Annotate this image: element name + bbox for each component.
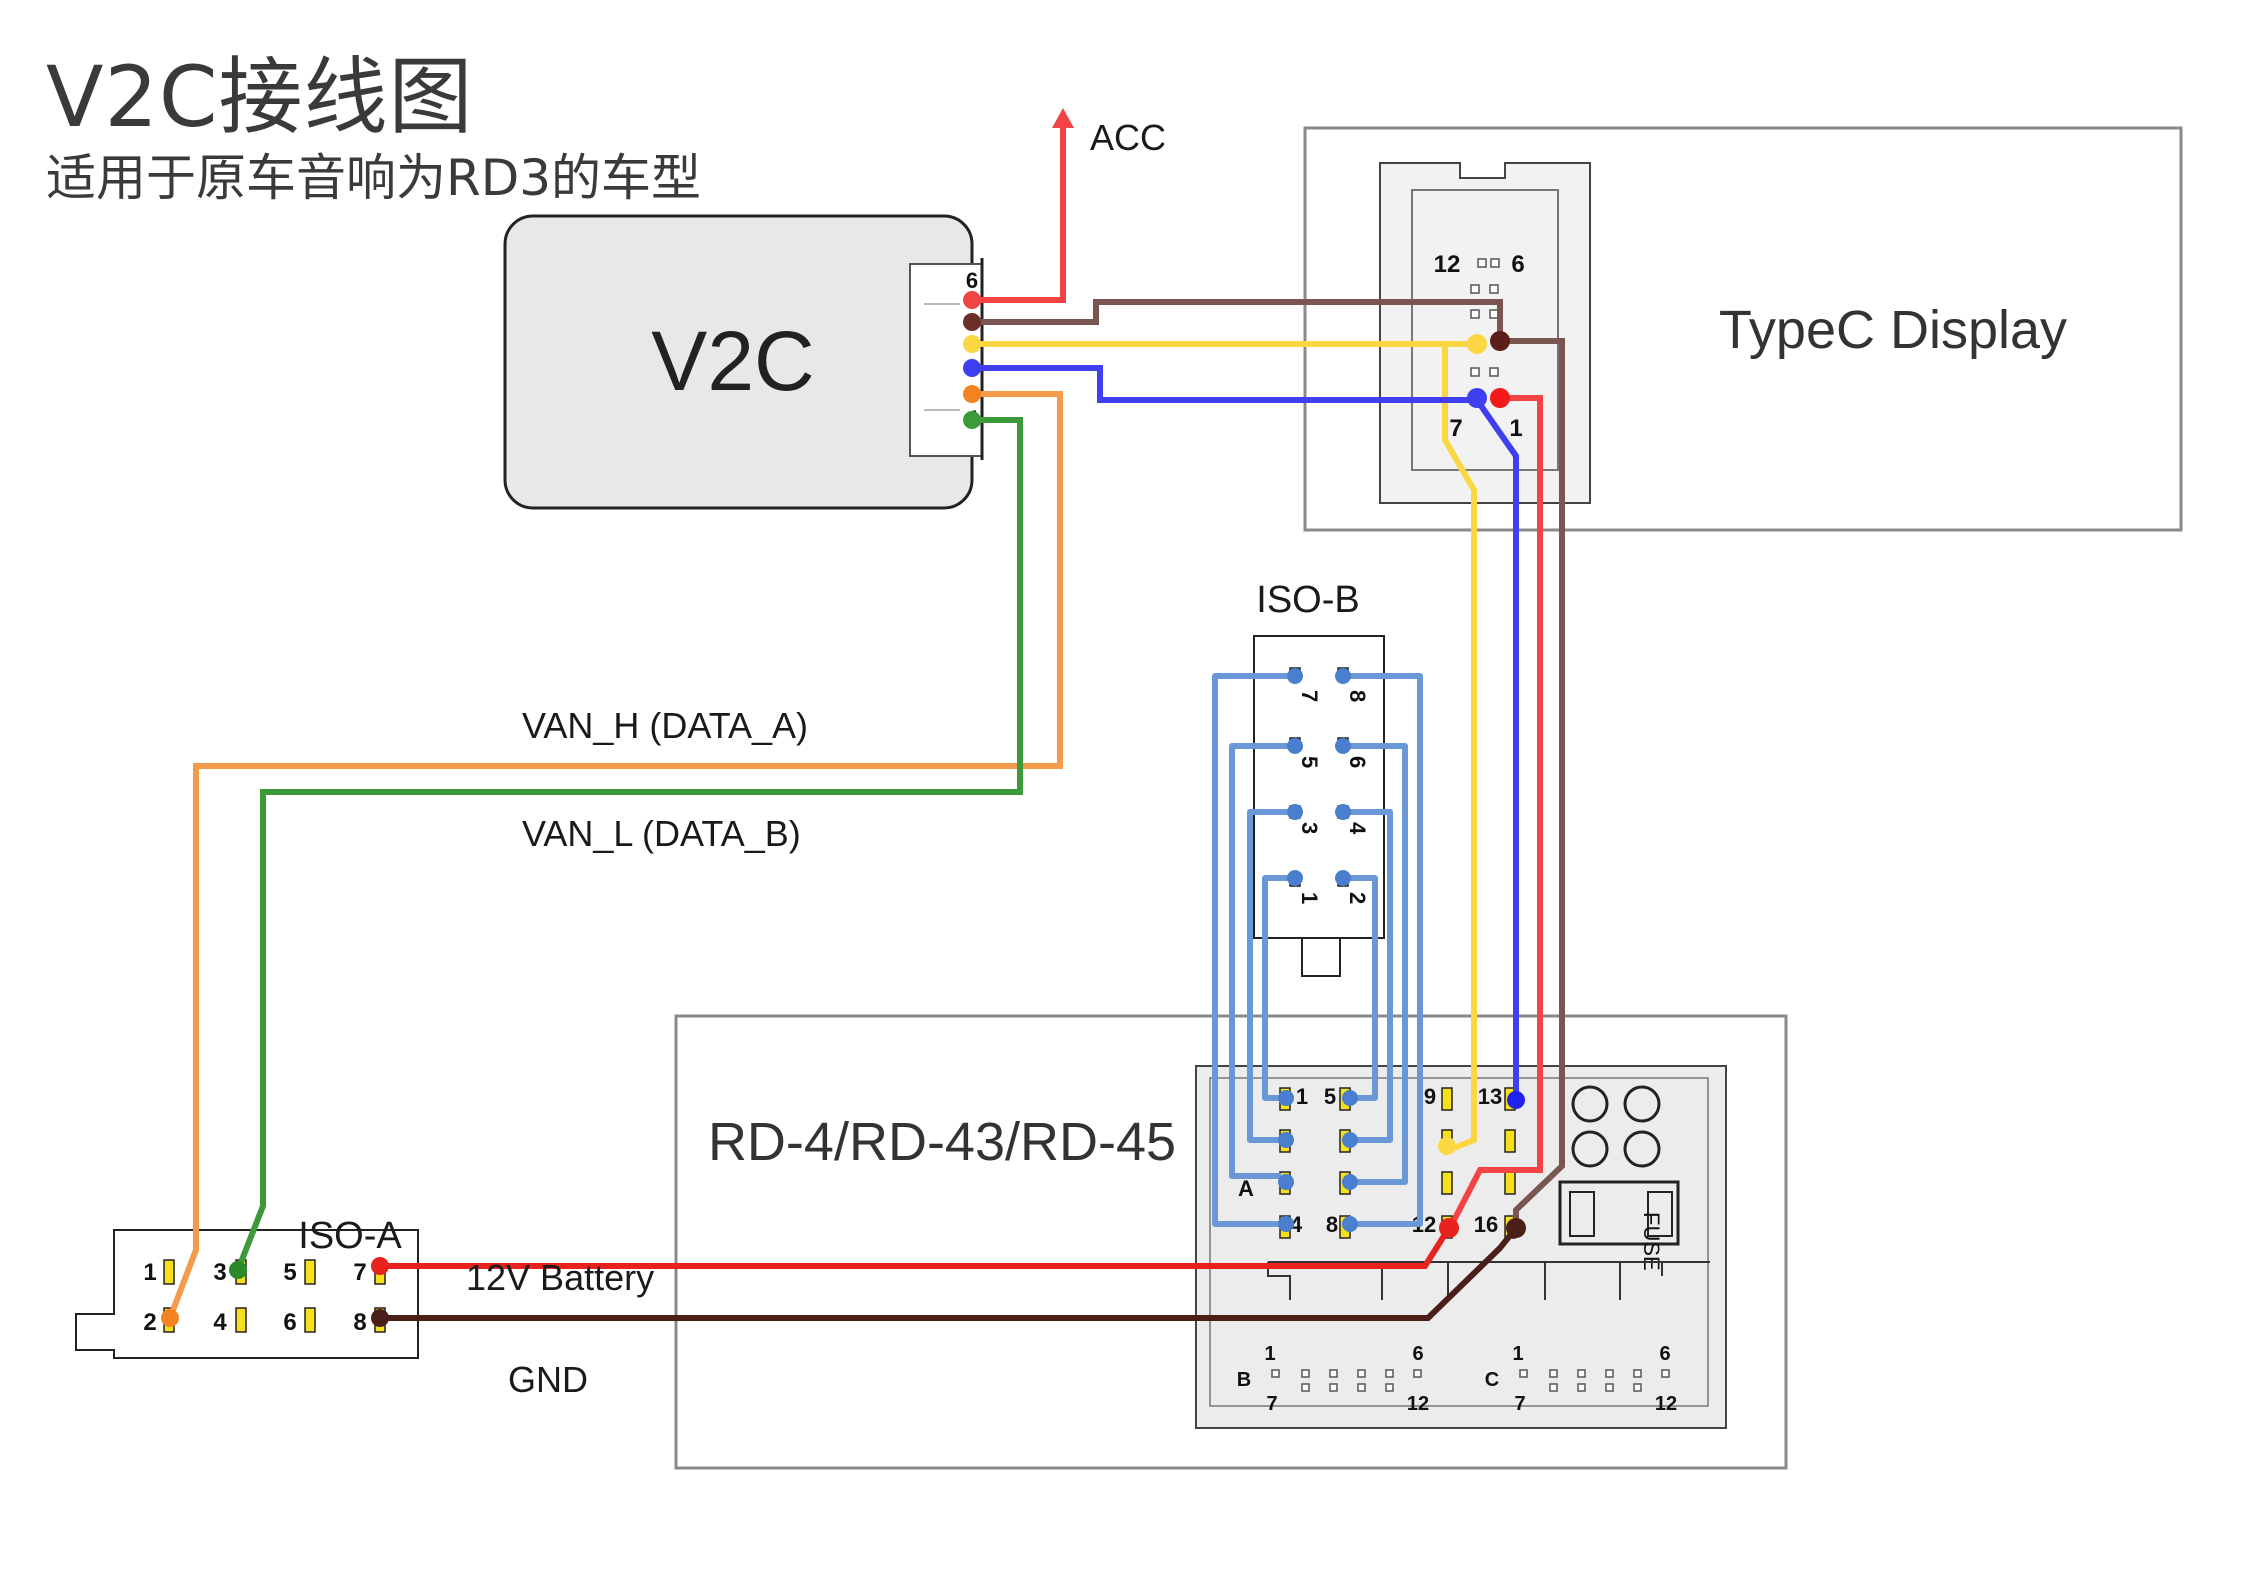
wire-van-l <box>235 417 1023 1272</box>
typec-pin-1-label: 1 <box>1509 415 1522 442</box>
iso-b-pin-3: 3 <box>1297 822 1322 834</box>
iso-a-pin-1: 1 <box>143 1259 156 1286</box>
link-iso-b-5 <box>1229 743 1290 1179</box>
iso-b-connector <box>1253 635 1385 939</box>
radio-a-pin-5: 5 <box>1324 1084 1336 1109</box>
wire-dots <box>161 291 1526 1327</box>
iso-a-label: ISO-A <box>298 1215 402 1257</box>
iso-b-pin-1: 1 <box>1297 892 1322 904</box>
van-h-label: VAN_H (DATA_A) <box>522 705 808 746</box>
iso-a-pin-3: 3 <box>213 1259 226 1286</box>
radio-c-pin-6: 6 <box>1659 1343 1670 1365</box>
iso-a-pin-2: 2 <box>143 1309 156 1336</box>
wire-gnd <box>380 1226 1519 1321</box>
radio-c-letter: C <box>1485 1369 1499 1391</box>
page-title: V2C接线图 <box>46 48 474 146</box>
radio-b-pin-12: 12 <box>1407 1393 1429 1415</box>
radio-a-pin-9: 9 <box>1424 1084 1436 1109</box>
wire-blue <box>972 365 1519 1100</box>
iso-a-pin-7: 7 <box>353 1259 366 1286</box>
iso-b-pin-2: 2 <box>1345 892 1370 904</box>
iso-b-pin-5: 5 <box>1297 756 1322 768</box>
typec-label: TypeC Display <box>1719 300 2067 360</box>
typec-pin-7-label: 7 <box>1449 415 1462 442</box>
radio-c-pin-1: 1 <box>1512 1343 1523 1365</box>
iso-b-radio-links <box>1212 673 1423 1227</box>
acc-arrow-icon <box>1052 108 1074 128</box>
fuse-label: FUSE <box>1639 1212 1664 1271</box>
typec-display-box <box>1303 126 2183 532</box>
wire-red-typec <box>1447 395 1543 1230</box>
fuse-block: FUSE <box>1558 1085 1680 1271</box>
typec-pin-12-label: 12 <box>1434 251 1461 278</box>
radio-c-pin-12: 12 <box>1655 1393 1677 1415</box>
link-iso-b-8 <box>1338 673 1423 1227</box>
wire-yellow <box>972 341 1477 1153</box>
radio-a-pin-16: 16 <box>1474 1212 1498 1237</box>
radio-b-letter: B <box>1237 1369 1251 1391</box>
gnd-label: GND <box>508 1359 588 1400</box>
iso-b-radio-link-dots <box>1278 668 1358 1232</box>
radio-connector <box>1195 1065 1727 1429</box>
radio-b-c-pin-grid <box>1271 1369 1670 1392</box>
iso-a-pin-6: 6 <box>283 1309 296 1336</box>
iso-b-pin-7: 7 <box>1297 690 1322 702</box>
iso-b-pin-6: 6 <box>1345 756 1370 768</box>
page-subtitle: 适用于原车音响为RD3的车型 <box>46 149 702 207</box>
acc-label: ACC <box>1090 117 1166 158</box>
battery-label: 12V Battery <box>466 1257 654 1298</box>
iso-a-connector <box>75 1229 419 1359</box>
v2c-pin-top-label: 6 <box>966 268 978 293</box>
radio-label: RD-4/RD-43/RD-45 <box>708 1112 1176 1172</box>
wire-van-h <box>167 391 1063 1320</box>
iso-b-pin-4: 4 <box>1345 822 1370 835</box>
radio-b-pin-1: 1 <box>1264 1343 1275 1365</box>
radio-c-pin-7: 7 <box>1514 1393 1525 1415</box>
radio-a-pin-13: 13 <box>1478 1084 1502 1109</box>
wire-brown-v2c <box>972 299 1503 341</box>
radio-a-pin-4: 4 <box>1290 1212 1303 1237</box>
wire-acc <box>972 118 1066 303</box>
link-iso-b-2 <box>1338 875 1378 1101</box>
link-iso-b-6 <box>1338 743 1408 1185</box>
link-iso-b-4 <box>1338 809 1393 1143</box>
radio-a-pin-1: 1 <box>1296 1084 1308 1109</box>
link-iso-b-7 <box>1212 673 1290 1227</box>
link-iso-b-1 <box>1262 875 1290 1101</box>
wire-brown-radio <box>1500 338 1565 1230</box>
iso-b-pin-8: 8 <box>1345 690 1370 702</box>
wire-12v-battery <box>380 1226 1452 1269</box>
v2c-label: V2C <box>651 314 814 408</box>
radio-b-pin-6: 6 <box>1412 1343 1423 1365</box>
radio-b-pin-7: 7 <box>1266 1393 1277 1415</box>
typec-pin-grid <box>1470 258 1500 377</box>
radio-section-a-letter: A <box>1238 1176 1254 1201</box>
iso-a-pin-5: 5 <box>283 1259 296 1286</box>
iso-a-pin-4: 4 <box>213 1309 227 1336</box>
van-l-label: VAN_L (DATA_B) <box>522 813 801 854</box>
link-iso-b-3 <box>1247 809 1290 1143</box>
iso-a-pin-8: 8 <box>353 1309 366 1336</box>
radio-a-pin-8: 8 <box>1326 1212 1338 1237</box>
typec-pin-6-label: 6 <box>1511 251 1524 278</box>
iso-b-label: ISO-B <box>1256 579 1359 621</box>
